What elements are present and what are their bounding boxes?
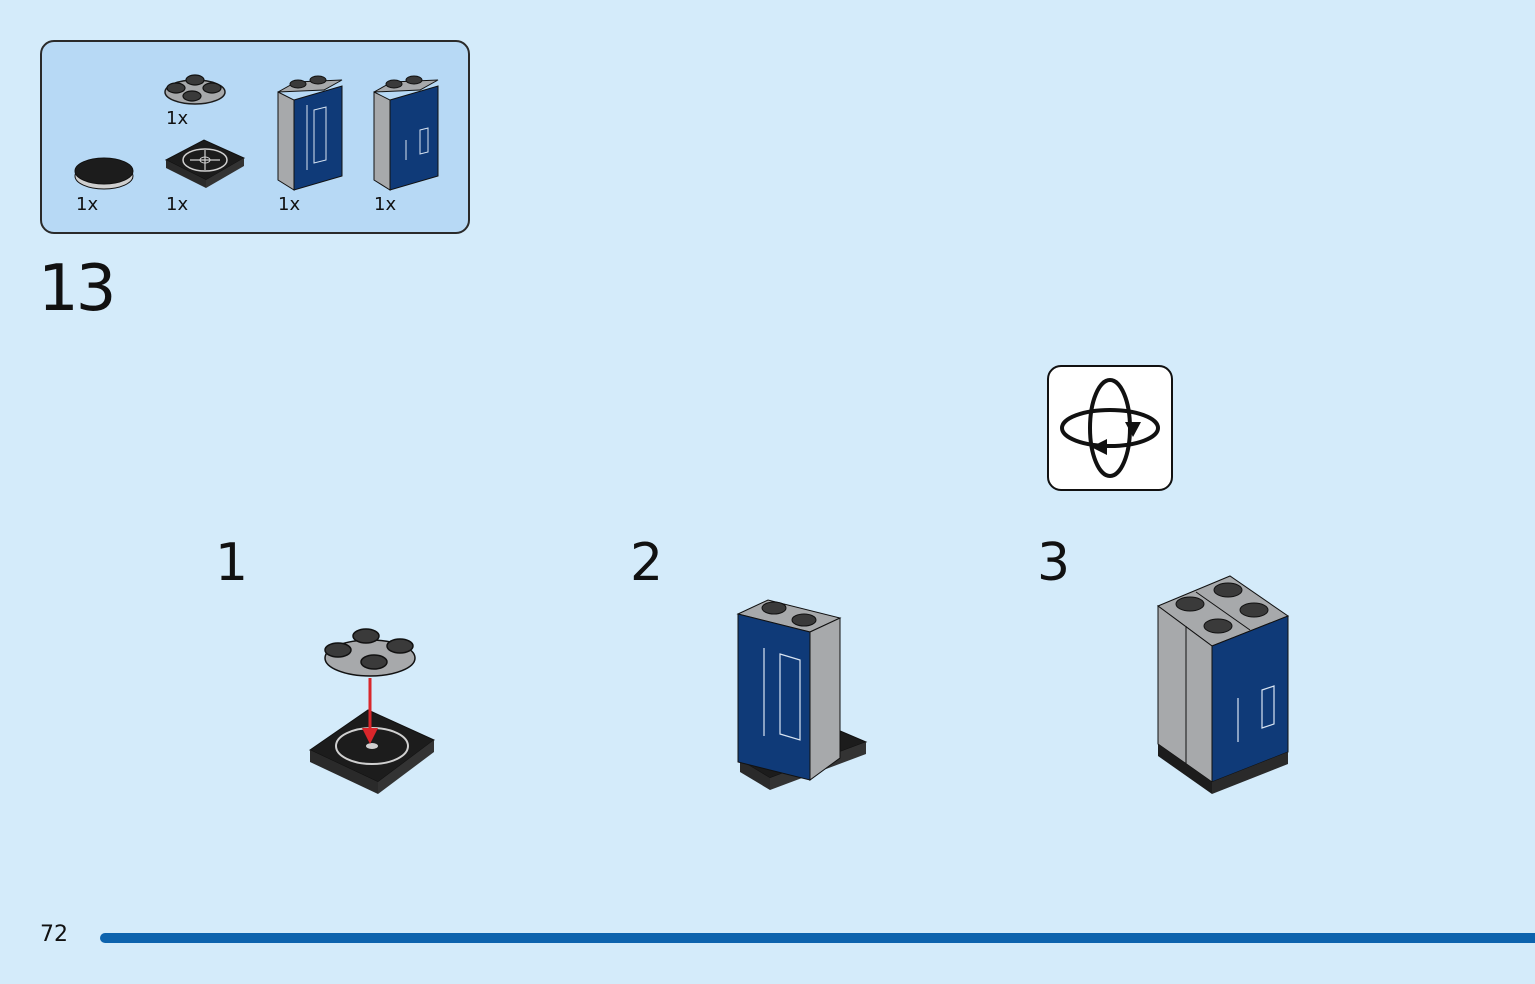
page-number: 72 — [40, 922, 68, 947]
turntable-top-part-icon — [164, 74, 226, 105]
locker-brick-part-icon — [277, 75, 343, 191]
rotate-model-box — [1047, 365, 1173, 491]
rotate-model-icon — [1060, 378, 1160, 478]
turntable-base-part-icon — [164, 139, 246, 188]
substep-number: 1 — [215, 533, 249, 593]
part-qty: 1x — [166, 108, 189, 129]
step-number: 13 — [38, 252, 116, 326]
substep-number: 2 — [630, 533, 664, 593]
substep-2-illustration — [736, 599, 868, 790]
progress-bar — [100, 933, 1535, 943]
substep-3-illustration — [1156, 575, 1290, 794]
parts-callout: 1x 1x 1x 1x 1x — [40, 40, 470, 234]
part-qty: 1x — [166, 194, 189, 215]
part-qty: 1x — [374, 194, 397, 215]
round-tile-part-icon — [74, 157, 134, 190]
substep-1-illustration — [309, 628, 435, 794]
part-qty: 1x — [76, 194, 99, 215]
locker-brick-part-icon — [373, 75, 439, 191]
substep-number: 3 — [1037, 533, 1071, 593]
part-qty: 1x — [278, 194, 301, 215]
